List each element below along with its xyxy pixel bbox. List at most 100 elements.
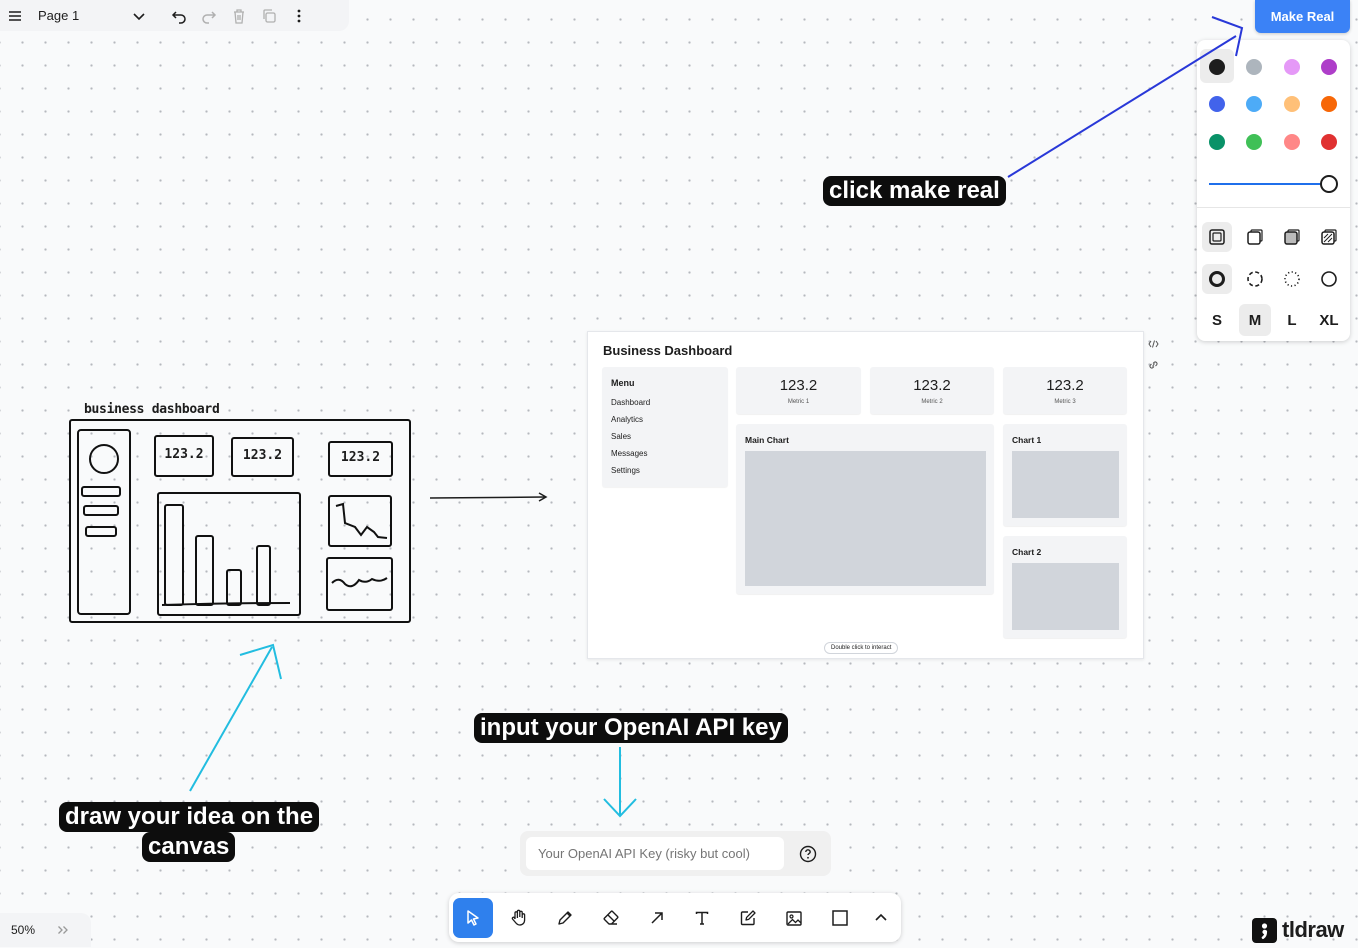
hand-tool-button[interactable] — [499, 898, 539, 938]
api-key-input[interactable] — [526, 837, 784, 870]
arrow-tool-button[interactable] — [637, 898, 677, 938]
preview-chart2-card: Chart 2 — [1003, 536, 1127, 638]
arrowhead-draw-idea — [239, 643, 282, 680]
opacity-slider-thumb[interactable] — [1320, 175, 1338, 193]
draw-tool-button[interactable] — [545, 898, 585, 938]
color-swatch[interactable] — [1209, 59, 1225, 75]
rectangle-icon — [832, 910, 848, 926]
zoom-control: 50% — [0, 913, 91, 947]
fill-solid-icon[interactable] — [1277, 222, 1307, 252]
zoom-level[interactable]: 50% — [11, 923, 36, 937]
metric-label: Metric 2 — [921, 399, 943, 405]
size-button-s[interactable]: S — [1211, 311, 1222, 329]
color-swatch[interactable] — [1321, 134, 1337, 150]
size-button-l[interactable]: L — [1287, 311, 1297, 329]
preview-menu-item[interactable]: Dashboard — [611, 398, 651, 407]
preview-menu-item[interactable]: Analytics — [611, 415, 644, 424]
dash-dotted-icon[interactable] — [1277, 264, 1307, 294]
metric-label: Metric 3 — [1054, 399, 1076, 405]
arrowhead-api-key — [603, 798, 637, 818]
help-icon[interactable] — [799, 845, 817, 863]
label-click-make-real: click make real — [823, 176, 1006, 206]
brand-name: tldraw — [1282, 917, 1344, 942]
eraser-tool-button[interactable] — [591, 898, 631, 938]
trash-icon[interactable] — [224, 4, 254, 28]
color-swatch[interactable] — [1284, 134, 1300, 150]
link-icon[interactable] — [1148, 357, 1159, 375]
preview-metric-card: 123.2 Metric 2 — [870, 367, 994, 414]
size-button-m[interactable]: M — [1239, 304, 1271, 336]
color-swatch[interactable] — [1209, 96, 1225, 112]
tldraw-logo-icon — [1252, 917, 1277, 943]
opacity-slider-track[interactable] — [1209, 183, 1327, 185]
preview-chart1-card: Chart 1 — [1003, 424, 1127, 526]
color-swatch[interactable] — [1246, 96, 1262, 112]
hamburger-menu-icon[interactable] — [0, 4, 30, 28]
chart1-title: Chart 1 — [1012, 435, 1042, 445]
arrow-to-make-real — [1007, 35, 1237, 178]
pointer-icon — [467, 910, 479, 926]
preview-menu-item[interactable]: Messages — [611, 449, 648, 458]
chevron-up-icon — [875, 913, 887, 921]
arrowhead-make-real — [1211, 16, 1244, 57]
image-tool-button[interactable] — [774, 898, 814, 938]
api-key-panel — [520, 831, 831, 876]
label-api-key: input your OpenAI API key — [474, 713, 788, 743]
note-edit-icon — [740, 910, 756, 926]
note-tool-button[interactable] — [728, 898, 768, 938]
metric-value: 123.2 — [913, 377, 951, 394]
double-chevron-right-icon[interactable] — [57, 925, 69, 935]
main-menu-bar: Page 1 — [0, 0, 349, 31]
text-icon — [695, 911, 709, 925]
preview-menu-item[interactable]: Settings — [611, 466, 640, 475]
main-toolbar — [449, 893, 901, 942]
preview-menu: Menu Dashboard Analytics Sales Messages … — [602, 367, 728, 487]
text-tool-button[interactable] — [682, 898, 722, 938]
panel-divider — [1197, 207, 1350, 208]
metric-label: Metric 1 — [787, 399, 810, 405]
main-chart-placeholder — [745, 451, 986, 586]
preview-metric-card: 123.2 Metric 3 — [1003, 367, 1127, 414]
code-icon[interactable] — [1148, 336, 1159, 354]
dash-dashed-icon[interactable] — [1240, 264, 1270, 294]
duplicate-icon[interactable] — [254, 4, 284, 28]
sketch-metric: 123.2 — [340, 450, 381, 465]
tldraw-logo: tldraw — [1252, 917, 1344, 943]
more-options-icon[interactable] — [284, 4, 314, 28]
color-swatch[interactable] — [1246, 59, 1262, 75]
arrow-draw-idea — [189, 646, 273, 792]
page-name[interactable]: Page 1 — [38, 8, 80, 23]
fill-semi-icon[interactable] — [1240, 222, 1270, 252]
more-tools-button[interactable] — [861, 898, 901, 938]
sketch-metric: 123.2 — [242, 448, 283, 463]
color-swatch[interactable] — [1284, 96, 1300, 112]
arrowhead-preview — [538, 492, 548, 502]
preview-menu-item[interactable]: Sales — [611, 432, 632, 441]
dash-draw-icon[interactable] — [1202, 264, 1232, 294]
make-real-button[interactable]: Make Real — [1255, 0, 1350, 33]
fill-none-icon[interactable] — [1202, 222, 1232, 252]
metric-value: 123.2 — [779, 377, 818, 394]
preview-main-chart-card: Main Chart — [736, 424, 994, 594]
double-click-hint[interactable]: Double click to interact — [824, 642, 899, 654]
eraser-icon — [603, 910, 619, 925]
generated-preview[interactable]: Business Dashboard Menu Dashboard Analyt… — [587, 331, 1144, 659]
label-draw-idea-line2: canvas — [142, 832, 236, 862]
color-swatch[interactable] — [1321, 59, 1337, 75]
color-swatch[interactable] — [1246, 134, 1262, 150]
main-chart-title: Main Chart — [745, 435, 789, 445]
rectangle-tool-button[interactable] — [820, 898, 860, 938]
select-tool-button[interactable] — [453, 898, 493, 938]
color-swatch[interactable] — [1209, 134, 1225, 150]
fill-pattern-icon[interactable] — [1314, 222, 1344, 252]
dash-solid-icon[interactable] — [1314, 264, 1344, 294]
redo-icon[interactable] — [194, 4, 224, 28]
undo-icon[interactable] — [164, 4, 194, 28]
hand-icon — [511, 909, 526, 926]
color-swatch[interactable] — [1321, 96, 1337, 112]
color-swatch[interactable] — [1284, 59, 1300, 75]
chevron-down-icon[interactable] — [124, 4, 154, 28]
size-button-xl[interactable]: XL — [1319, 311, 1339, 329]
